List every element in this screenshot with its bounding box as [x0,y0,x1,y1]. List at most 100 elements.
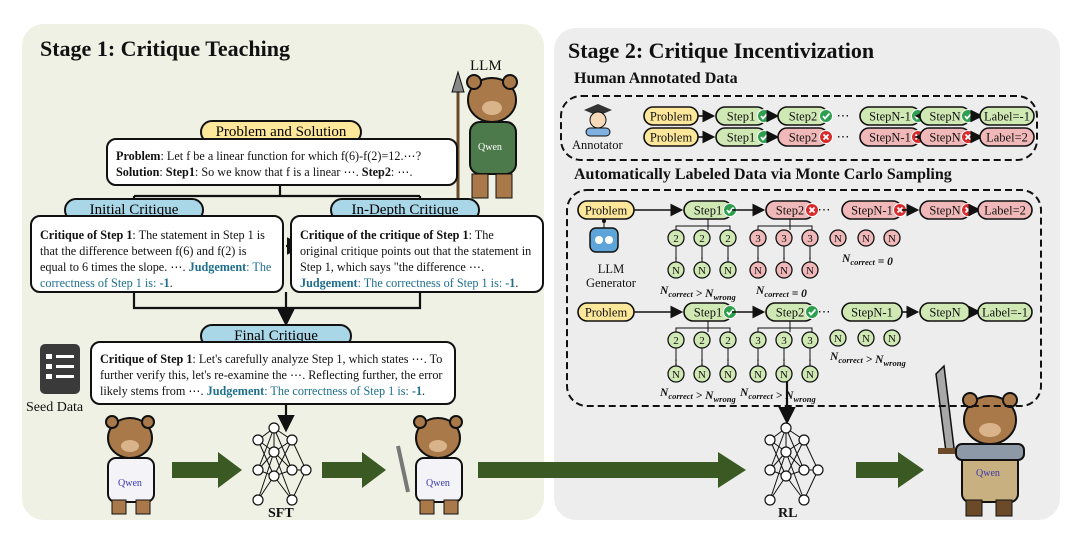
mc2-step1-col-3-node-text: 2 [725,335,731,347]
mc-row-1-step-3-text: StepN-1 [851,204,893,218]
mc-data-frame [566,189,1042,407]
auto-labeled-title: Automatically Labeled Data via Monte Car… [574,166,952,183]
check-glyph [964,112,973,120]
in-depth-critique-box: Critique of the critique of Step 1: The … [290,215,544,293]
mc2-step1-col-1-node [667,331,685,349]
mc2-step1-col-3-leaf-text: N [724,369,732,381]
mc2-step1-col-1-node-text: 2 [673,335,679,347]
human-row-2-step-3-text: StepN-1 [869,131,911,145]
mc2-stepn1-node-text: N [834,333,842,345]
human-row-2-step-2-text: Step2 [789,131,817,145]
human-row-2-step-4-text: StepN [929,131,960,145]
mc2-step2-col-1-node-text: 3 [755,335,761,347]
mc-row-1-label-text: Label=2 [984,204,1026,218]
mc2-stepn1-node [883,329,901,347]
mc1-step1-col-2-node-text: 2 [699,233,705,245]
mc1-step1-col-3-node-text: 2 [725,233,731,245]
mc2-step1-stat: Ncorrect > Nwrong [659,387,736,404]
cross-glyph [808,206,816,214]
seed-data-label: Seed Data [26,400,84,415]
initial-critique-box: Critique of Step 1: The statement in Ste… [30,215,284,293]
check-glyph [808,308,817,316]
check-glyph [760,133,769,141]
arrow-to-final-bear [856,452,924,488]
mc-row-2-label-text: Label=-1 [982,306,1028,320]
human-row-2-label-text: Label=2 [986,131,1028,145]
mc1-step1-col-1-leaf [667,261,685,279]
ellipsis: ⋯ [818,202,831,217]
mc-row-2-step-4-text: StepN [929,306,960,320]
llm-generator-label: LLM Generator [586,262,636,290]
mc-row-2-label [977,302,1033,322]
human-row-2-problem-text: Problem [650,131,693,145]
mc2-step1-col-1-leaf [667,365,685,383]
stage2-title: Stage 2: Critique Incentivization [568,38,875,63]
mc2-step1-col-3-node [719,331,737,349]
check-icon [757,109,771,123]
problem-label: Problem [116,149,161,163]
check-icon [961,109,975,123]
human-row-1-problem-text: Problem [650,110,693,124]
ellipsis: ⋯ [818,304,831,319]
arrow-to-sft [172,452,242,488]
human-row-1-label-text: Label=-1 [984,110,1030,124]
llm-bear-shirt: Qwen [478,142,502,153]
mc2-stepn1-node-text: N [862,333,870,345]
mc2-step2-col-1-leaf-text: N [754,369,762,381]
mc-row-1-problem-text: Problem [585,204,628,218]
mc2-step2-col-3-node-text: 3 [807,335,813,347]
mc1-step2-col-2-leaf-text: N [780,265,788,277]
tree-branch [757,321,813,332]
human-row-1-step-1-text: Step1 [727,110,755,124]
mc1-step1-col-2-node [693,229,711,247]
mc1-step2-stat: Ncorrect = 0 [755,285,807,300]
base-bear-mascot: Qwen [105,415,155,515]
cross-glyph [896,206,904,214]
mc2-step2-col-1-leaf [749,365,767,383]
mc-row-2-step-1-text: Step1 [694,306,722,320]
mc2-step1-col-2-leaf-text: N [698,369,706,381]
initial-critique-value: -1 [159,276,170,290]
mc1-step1-col-3-node [719,229,737,247]
sft-network-icon [252,422,312,506]
check-glyph [760,112,769,120]
check-icon [805,305,819,319]
mc-row-2-step-3-text: StepN-1 [851,306,893,320]
mc1-step2-col-3-leaf [801,261,819,279]
check-icon [757,130,771,144]
mc1-step1-col-3-leaf-text: N [724,265,732,277]
annotator-icon [584,104,612,137]
rl-bear-mascot: Qwen [935,364,1025,517]
mc2-step1-col-2-node-text: 2 [699,335,705,347]
mc1-step1-stat: Ncorrect > Nwrong [659,285,736,302]
mc2-step2-col-2-node-text: 3 [781,335,787,347]
mc1-step2-col-2-leaf [775,261,793,279]
mc1-stepn1-stat: Ncorrect = 0 [841,253,893,268]
check-glyph [822,112,831,120]
mc1-step1-col-1-node-text: 2 [673,233,679,245]
mc2-stepn1-stat: Ncorrect > Nwrong [829,351,906,368]
initial-critique-head: Critique of Step 1 [40,228,133,242]
svg-text:Qwen: Qwen [976,468,1000,479]
mc1-step1-col-1-leaf-text: N [672,265,680,277]
final-critique-box: Critique of Step 1: Let's carefully anal… [90,341,456,405]
human-row-2-step-1-text: Step1 [727,131,755,145]
mc2-step1-col-2-leaf [693,365,711,383]
mc-row-1-label [977,200,1033,220]
final-critique-head: Critique of Step 1 [100,352,193,366]
mc1-step2-col-2-node-text: 3 [781,233,787,245]
robot-icon [589,219,619,253]
human-row-1-step-4-text: StepN [929,110,960,124]
mc-row-1-step-1-text: Step1 [694,204,722,218]
rl-network-icon [764,422,824,506]
mc-row-2-step-2-text: Step2 [776,306,804,320]
human-row-2-label [979,127,1035,147]
mc2-step2-col-2-leaf-text: N [780,369,788,381]
rl-label: RL [778,506,798,521]
tree-branch [757,219,813,230]
flow-arrows [172,452,924,488]
mc2-step2-col-1-node [749,331,767,349]
check-glyph [726,206,735,214]
human-row-1-step-3-text: StepN-1 [869,110,911,124]
arrow-sft-to-bear [322,452,386,488]
